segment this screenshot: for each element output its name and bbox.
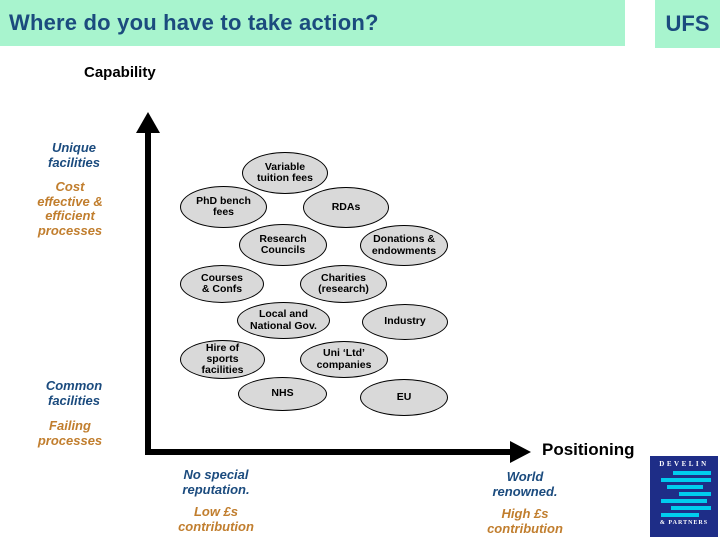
bubble-eu: EU: [360, 379, 448, 416]
x-axis-title: Positioning: [542, 440, 635, 459]
bubble-phd-bench-fees: PhD bench fees: [180, 186, 267, 228]
bubble-charities-research: Charities (research): [300, 265, 387, 303]
develin-partners-logo: DEVELIN & PARTNERS: [650, 456, 718, 537]
x-axis-line: [145, 449, 510, 455]
bubble-nhs: NHS: [238, 377, 327, 411]
y-axis-line: [145, 130, 151, 455]
y-axis-title: Capability: [84, 64, 156, 81]
logo-stripe: [661, 513, 699, 517]
y-label-common-facilities: Common facilities: [45, 378, 103, 408]
x-axis-arrowhead-icon: [510, 441, 531, 463]
logo-text-partners: & PARTNERS: [659, 520, 709, 526]
bubble-local-national-gov: Local and National Gov.: [237, 302, 330, 339]
caption-low-contribution: Low £s contribution: [178, 504, 254, 534]
logo-stripe: [667, 485, 703, 489]
x-caption-right: World renowned. High £s contribution: [450, 469, 600, 536]
ufs-badge: UFS: [655, 0, 720, 48]
logo-text-develin: DEVELIN: [659, 460, 709, 468]
bubble-courses-confs: Courses & Confs: [180, 265, 264, 303]
y-label-unique-facilities: Unique facilities: [47, 140, 101, 170]
logo-stripe: [661, 499, 707, 503]
bubble-hire-sports-facilities: Hire of sports facilities: [180, 340, 265, 379]
bubble-uni-ltd-companies: Uni ‘Ltd’ companies: [300, 341, 388, 378]
bubble-rdas: RDAs: [303, 187, 389, 228]
y-label-failing-processes: Failing processes: [37, 418, 103, 448]
y-axis-arrowhead-icon: [136, 112, 160, 133]
bubble-variable-tuition-fees: Variable tuition fees: [242, 152, 328, 194]
logo-stripes-icon: [657, 471, 711, 517]
logo-stripe: [661, 478, 711, 482]
bubble-research-councils: Research Councils: [239, 224, 327, 266]
y-label-cost-effective: Cost effective & efficient processes: [37, 179, 103, 238]
title-bar: Where do you have to take action?: [0, 0, 625, 46]
logo-stripe: [671, 506, 711, 510]
slide-title: Where do you have to take action?: [9, 10, 379, 35]
bubble-industry: Industry: [362, 304, 448, 340]
bubble-donations-endowments: Donations & endowments: [360, 225, 448, 266]
x-caption-left: No special reputation. Low £s contributi…: [141, 467, 291, 534]
caption-high-contribution: High £s contribution: [487, 506, 563, 536]
caption-world-renowned: World renowned.: [492, 469, 558, 499]
logo-stripe: [673, 471, 711, 475]
caption-no-special-reputation: No special reputation.: [182, 467, 250, 497]
logo-stripe: [679, 492, 711, 496]
